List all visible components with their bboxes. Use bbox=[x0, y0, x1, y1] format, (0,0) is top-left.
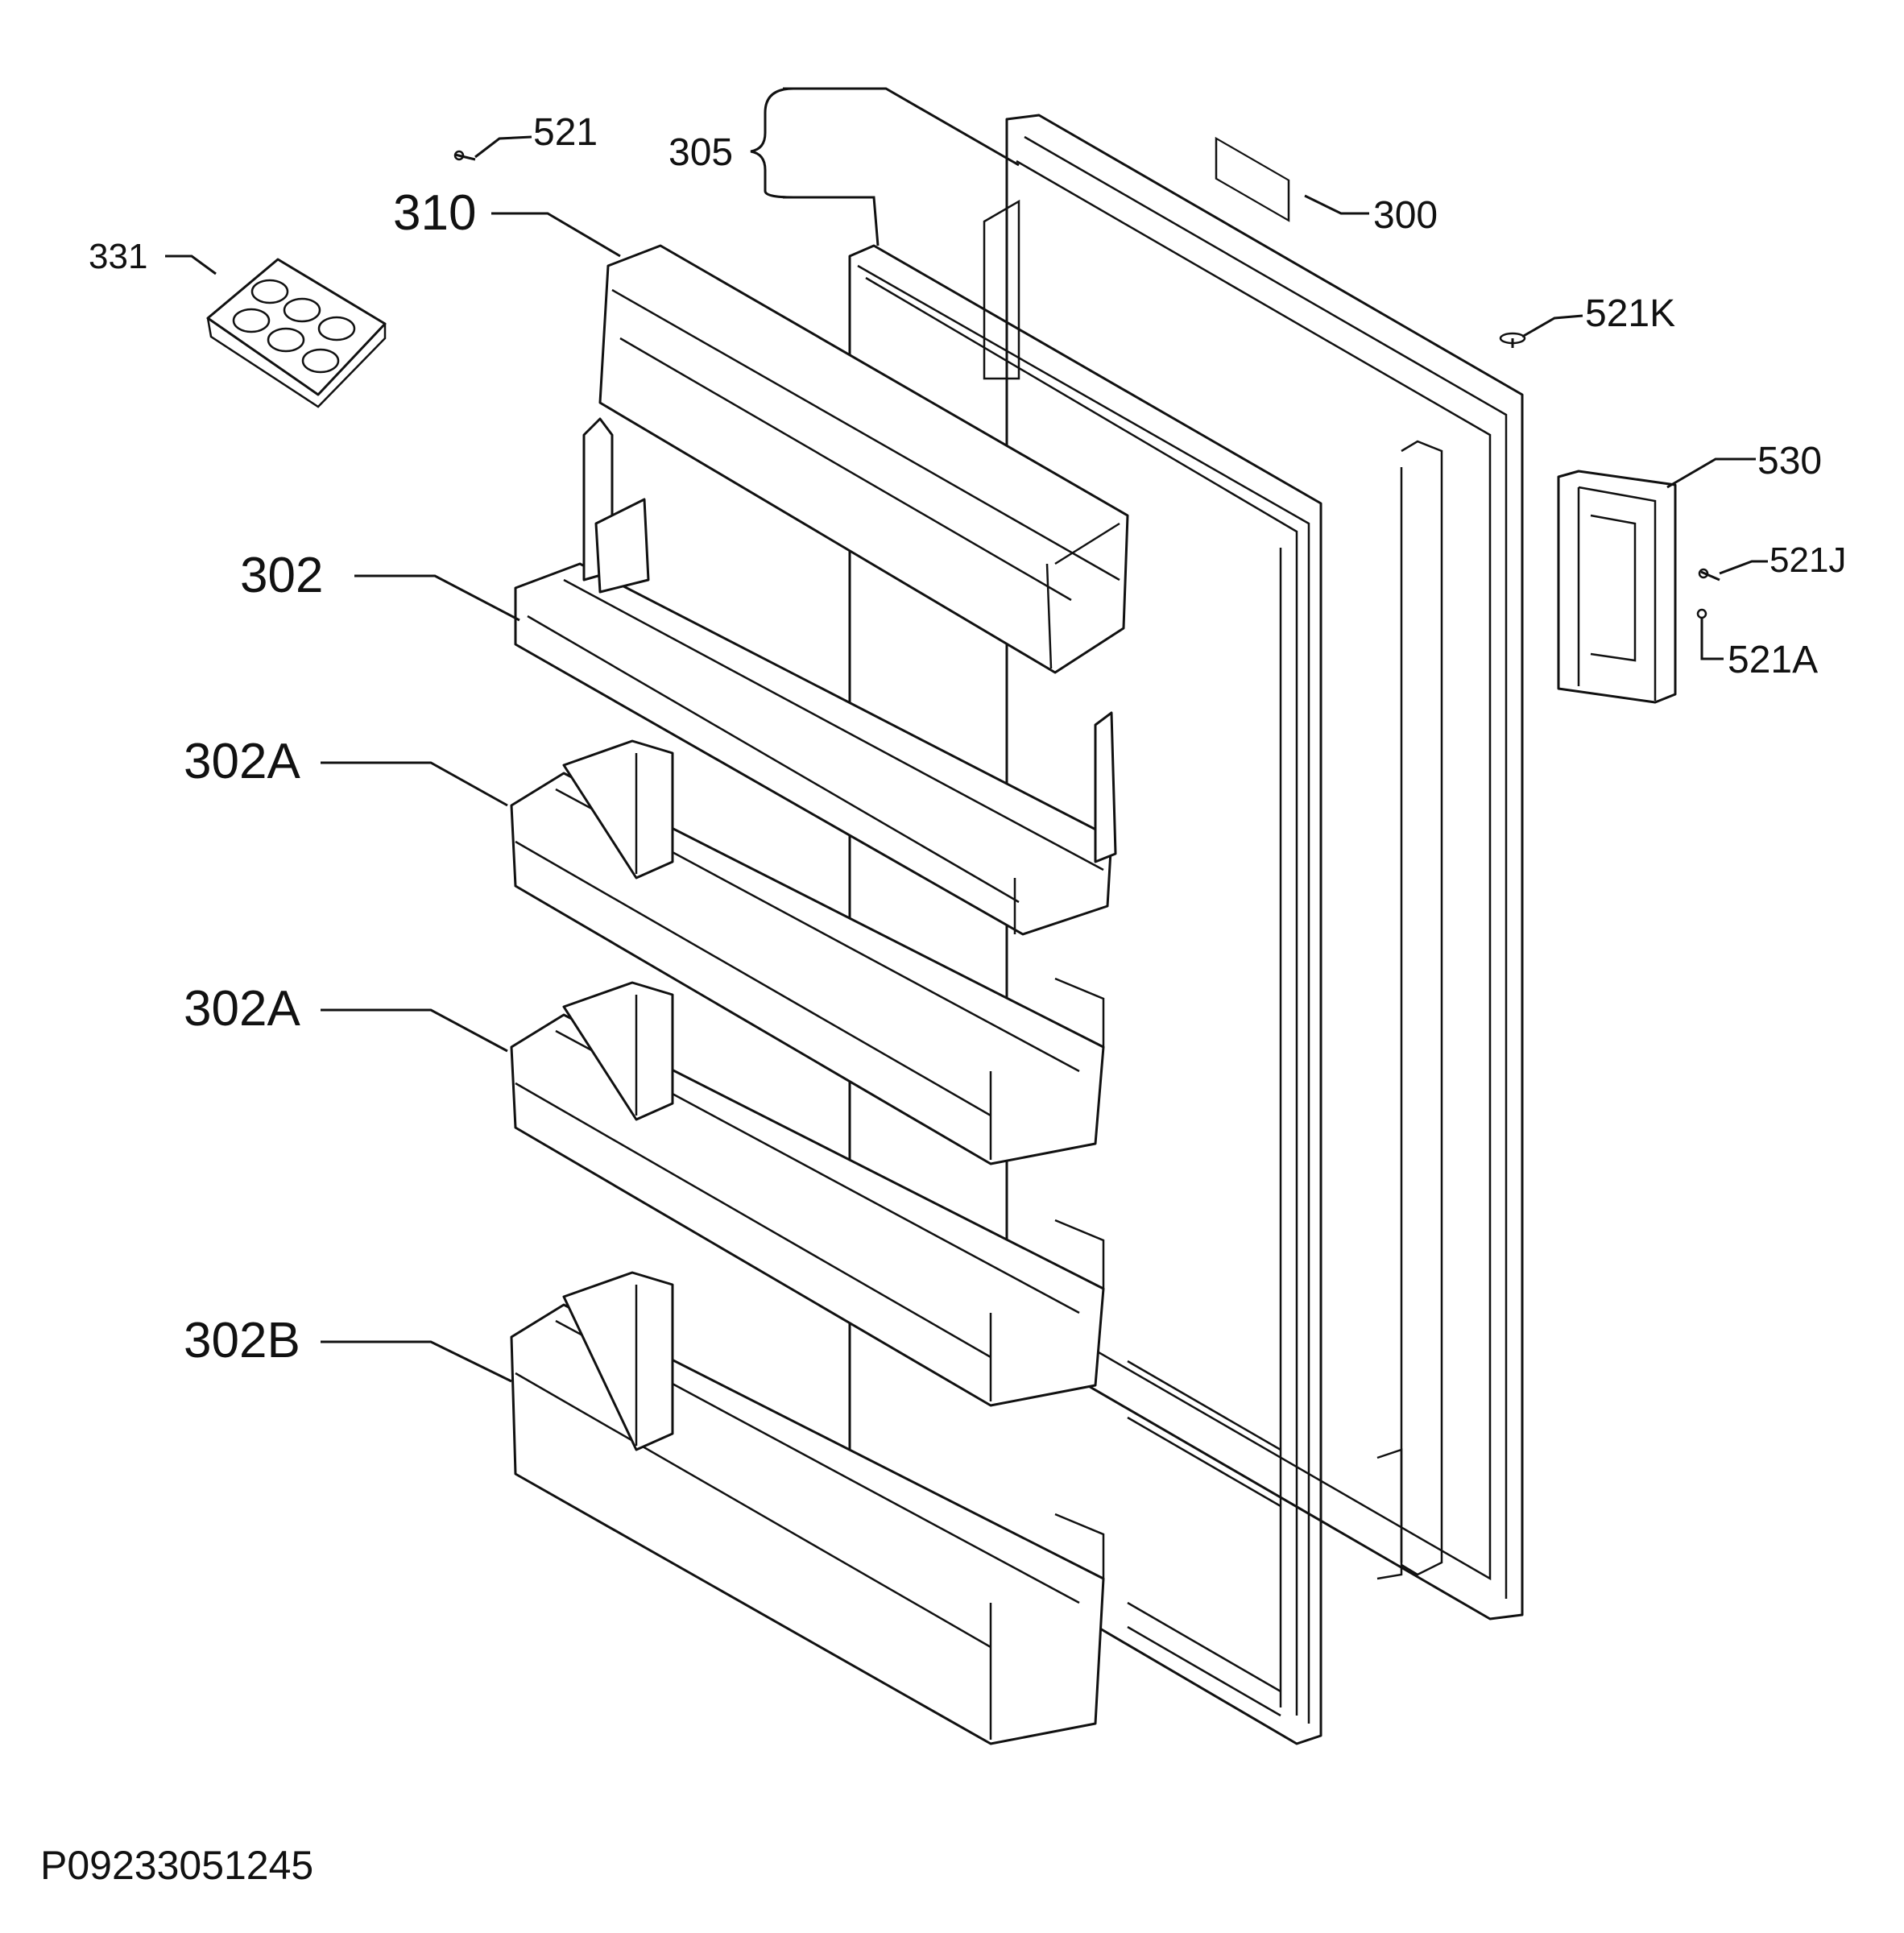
label-302B: 302B bbox=[184, 1313, 300, 1368]
leader-lines bbox=[165, 87, 1768, 1383]
fastener-521K bbox=[1499, 332, 1526, 348]
label-302A-2: 302A bbox=[184, 981, 300, 1037]
door-gasket bbox=[848, 244, 1322, 1745]
egg-tray bbox=[206, 258, 387, 408]
label-331: 331 bbox=[89, 237, 147, 276]
door-shelf-302 bbox=[514, 417, 1117, 936]
screw-521A bbox=[1696, 608, 1707, 619]
dairy-compartment-cover bbox=[598, 244, 1129, 674]
label-521A: 521A bbox=[1728, 639, 1818, 681]
door-panel bbox=[983, 114, 1524, 1620]
screw-521J bbox=[1698, 568, 1720, 582]
label-521K: 521K bbox=[1585, 292, 1675, 335]
label-530: 530 bbox=[1757, 440, 1822, 482]
door-shelf-302B bbox=[510, 1271, 1105, 1745]
label-300: 300 bbox=[1373, 194, 1438, 237]
door-shelf-302A-2 bbox=[510, 981, 1105, 1407]
label-302A-1: 302A bbox=[184, 734, 300, 789]
label-305: 305 bbox=[668, 131, 733, 174]
door-handle bbox=[1557, 470, 1677, 704]
label-521J: 521J bbox=[1769, 540, 1846, 580]
label-302: 302 bbox=[240, 548, 323, 603]
drawing-code: P09233051245 bbox=[40, 1843, 313, 1888]
label-521: 521 bbox=[533, 111, 598, 154]
door-shelf-302A-1 bbox=[510, 739, 1105, 1165]
label-310: 310 bbox=[393, 185, 476, 241]
screw-521 bbox=[453, 150, 476, 161]
